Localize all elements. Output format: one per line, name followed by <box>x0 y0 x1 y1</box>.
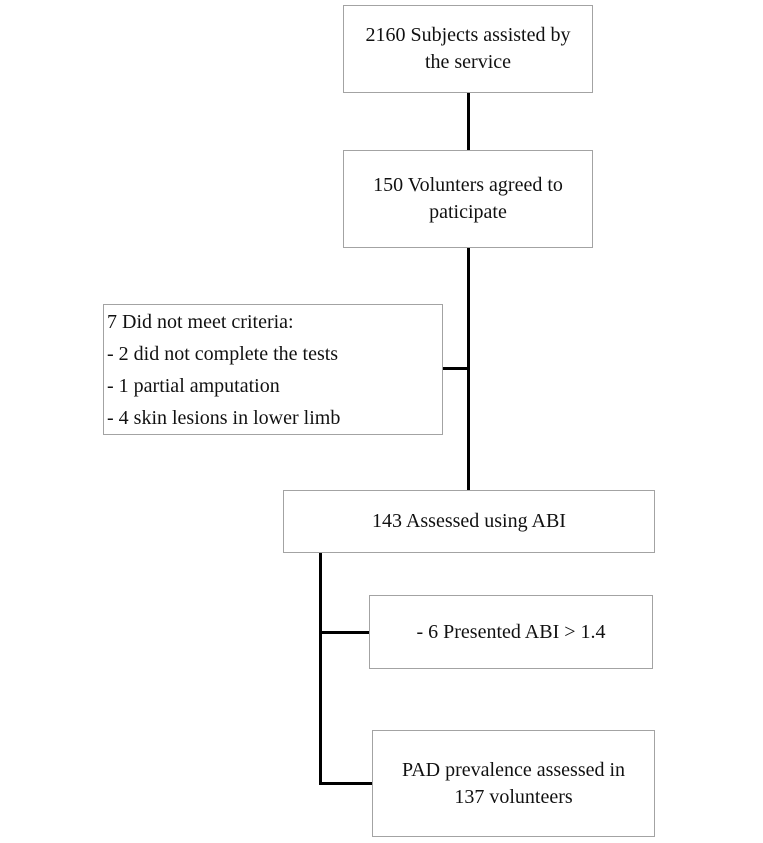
connector-subjects-to-volunteers <box>467 93 470 151</box>
volunteers-box: 150 Volunters agreed to paticipate <box>343 150 593 248</box>
connector-excluded-branch <box>443 367 468 370</box>
excluded-box-text: 7 Did not meet criteria: - 2 did not com… <box>107 310 341 429</box>
excluded-box: 7 Did not meet criteria: - 2 did not com… <box>103 304 443 435</box>
assessed-box-text: 143 Assessed using ABI <box>372 510 566 532</box>
high-abi-box-text: - 6 Presented ABI > 1.4 <box>416 620 606 643</box>
connector-volunteers-to-assessed <box>467 248 470 491</box>
volunteers-box-text: 150 Volunters agreed to paticipate <box>373 174 563 223</box>
assessed-box: 143 Assessed using ABI <box>283 490 655 553</box>
connector-pad-prevalence-elbow <box>319 782 372 785</box>
connector-assessed-down-line <box>319 553 322 785</box>
pad-prevalence-box-text: PAD prevalence assessed in 137 volunteer… <box>401 758 626 808</box>
high-abi-box: - 6 Presented ABI > 1.4 <box>369 595 653 669</box>
connector-high-abi-branch <box>322 631 369 634</box>
subjects-box-text: 2160 Subjects assisted by the service <box>365 24 571 73</box>
subjects-box: 2160 Subjects assisted by the service <box>343 5 593 93</box>
pad-prevalence-box: PAD prevalence assessed in 137 volunteer… <box>372 730 655 837</box>
